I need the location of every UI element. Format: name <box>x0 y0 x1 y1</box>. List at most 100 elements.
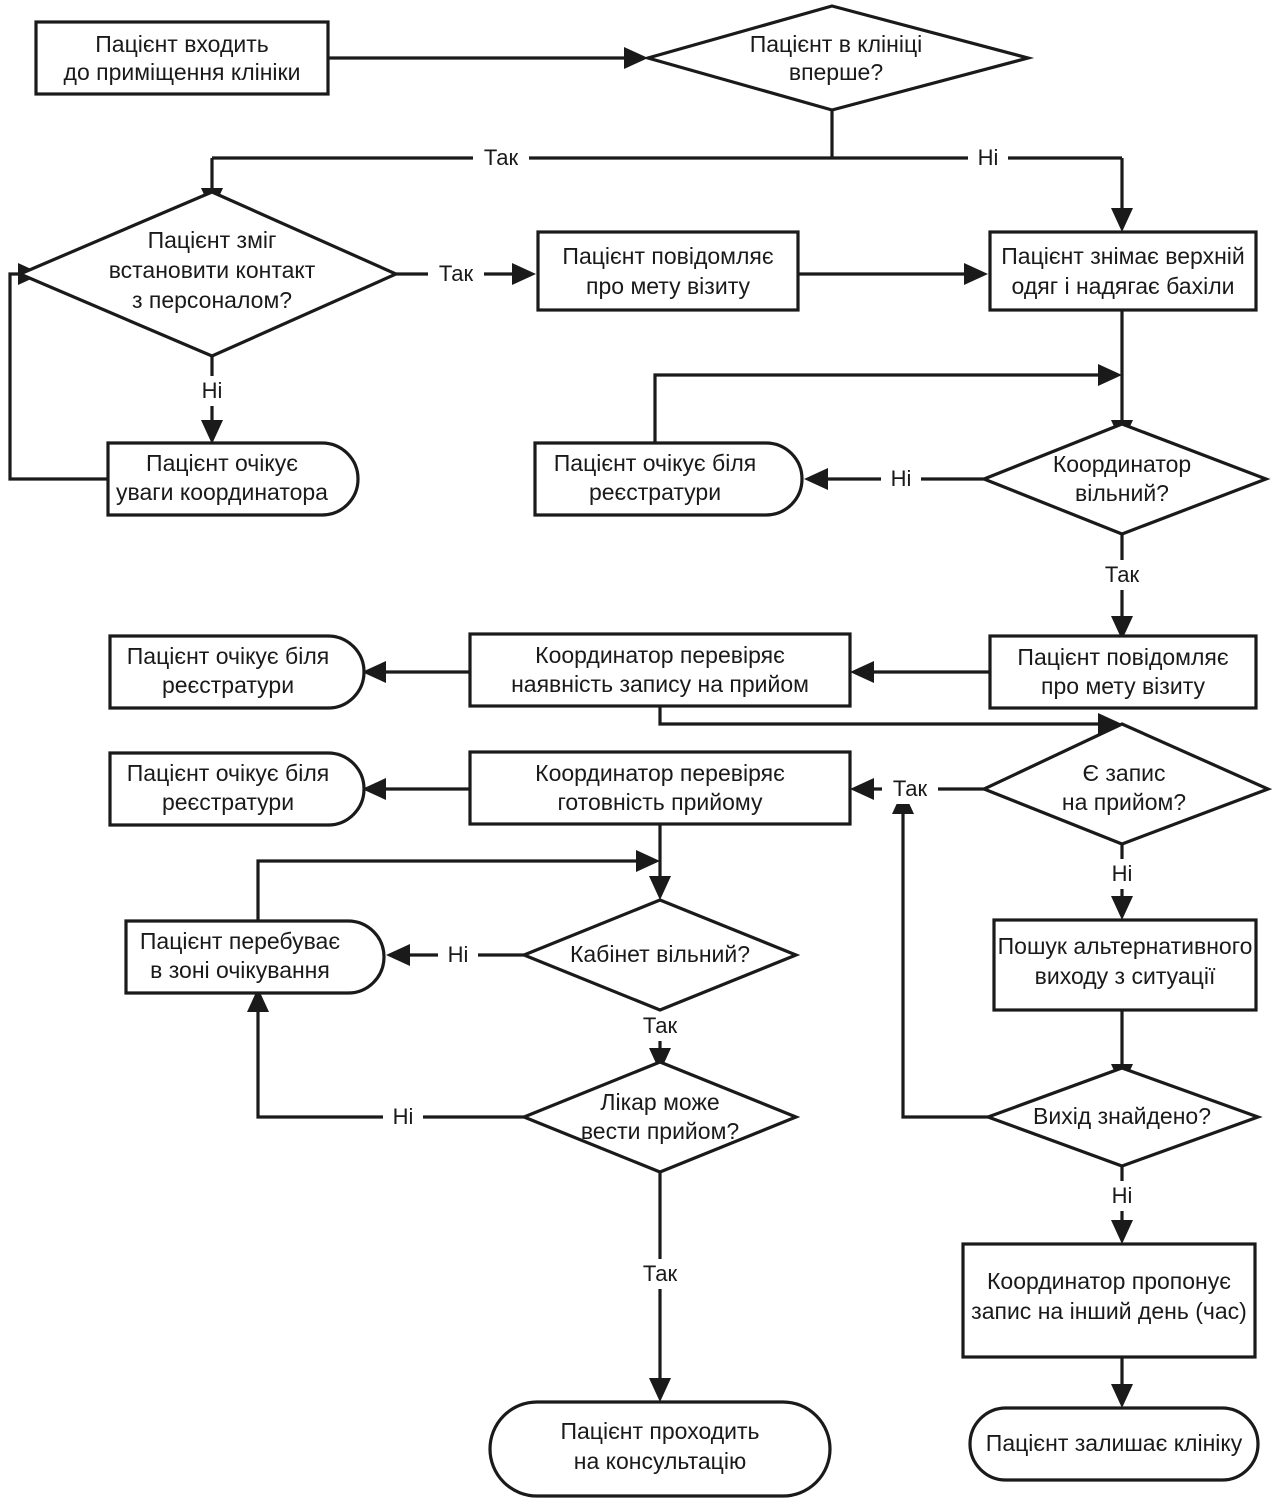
edge-label-found-no: Ні <box>1112 1183 1133 1208</box>
node-label-line: Пацієнт очікує <box>146 450 298 476</box>
edge-label-roomfree-yes: Так <box>643 1013 678 1038</box>
node-label-line: реєстратури <box>162 789 294 815</box>
node-label-line: вільний? <box>1075 480 1169 506</box>
arrowhead-doctor-no <box>247 988 269 1012</box>
node-search-alternative-solution[interactable]: Пошук альтернативного виходу з ситуації <box>992 918 1258 1012</box>
edge-waitreg1-loop <box>653 373 1100 443</box>
node-label-line: одяг і надягає бахіли <box>1012 273 1235 299</box>
arrowhead-checkready-to-roomfree <box>649 876 671 900</box>
edge-label-bg-10 <box>632 1011 688 1041</box>
node-patient-awaits-coordinator-attention[interactable]: Пацієнт очікує уваги координатора <box>106 441 360 517</box>
node-label-line: реєстратури <box>162 672 294 698</box>
node-coordinator-checks-appointment-record[interactable]: Координатор перевіряє наявність запису н… <box>468 632 852 708</box>
node-shape-delay <box>106 441 360 517</box>
edge-label-bg-12 <box>632 1259 688 1289</box>
node-patient-in-waiting-zone[interactable]: Пацієнт перебуває в зоні очікування <box>124 919 386 995</box>
node-label-line: реєстратури <box>589 479 721 505</box>
node-label-line: Є запис <box>1082 760 1165 786</box>
arrowhead-waitzone-loop <box>636 850 660 872</box>
edge-checkrecord-to-hasrecord <box>658 706 1100 726</box>
edge-found-yes-loop <box>901 812 988 1119</box>
arrowhead-checkrecord-to-waitreg2 <box>362 661 386 683</box>
node-label-line: Пацієнт очікує біля <box>127 760 329 786</box>
edge-label-bg-2 <box>968 143 1008 173</box>
node-label-line: виходу з ситуації <box>1035 963 1216 989</box>
arrowhead-doctor-yes <box>649 1378 671 1402</box>
edge-label-roomfree-no: Ні <box>448 942 469 967</box>
node-shape-process <box>468 632 852 708</box>
node-label-line: Пацієнт проходить <box>560 1418 759 1444</box>
edge-label-bg-8 <box>1102 859 1142 889</box>
node-contact-with-staff[interactable]: Пацієнт зміг встановити контакт з персон… <box>15 190 400 358</box>
node-label-line: вперше? <box>789 59 883 85</box>
edge-label-coordfree-no: Ні <box>891 466 912 491</box>
arrowhead-checkready-to-waitreg3 <box>362 778 386 800</box>
node-label-line: Кабінет вільний? <box>570 941 750 967</box>
node-patient-removes-outerwear[interactable]: Пацієнт знімає верхній одяг і надягає ба… <box>988 230 1258 312</box>
node-patient-leaves-clinic[interactable]: Пацієнт залишає клініку <box>968 1406 1260 1482</box>
edge-label-doctor-no: Ні <box>393 1104 414 1129</box>
node-label-line: Вихід знайдено? <box>1033 1103 1211 1129</box>
node-shape-decision <box>519 898 801 1012</box>
edge-doctor-no <box>256 1010 524 1119</box>
edge-waitzone-loop <box>256 859 638 921</box>
node-label-line: Пацієнт залишає клініку <box>986 1430 1243 1456</box>
node-label-line: на консультацію <box>574 1448 746 1474</box>
node-label-line: Пацієнт повідомляє <box>562 243 773 269</box>
arrowhead-firstvisit-no <box>1111 208 1133 232</box>
node-patient-states-purpose-1[interactable]: Пацієнт повідомляє про мету візиту <box>536 230 800 312</box>
node-label-line: Пацієнт очікує біля <box>127 643 329 669</box>
edge-label-hasrecord-yes: Так <box>893 776 928 801</box>
node-coordinator-checks-readiness[interactable]: Координатор перевіряє готовність прийому <box>468 750 852 826</box>
node-patient-waits-at-reception-3[interactable]: Пацієнт очікує біля реєстратури <box>108 751 366 827</box>
edge-label-layer: Так Ні Так Ні Ні Так Так Ні Ні Так Ні Та… <box>192 143 1150 1289</box>
arrowhead-contact-yes <box>512 263 536 285</box>
node-coordinator-free[interactable]: Координатор вільний? <box>979 422 1271 536</box>
node-label-line: про мету візиту <box>1041 673 1205 699</box>
edge-label-bg-3 <box>428 259 484 289</box>
node-label-line: Пацієнт очікує біля <box>554 450 756 476</box>
node-shape-process <box>34 20 330 96</box>
arrowhead-found-no <box>1111 1220 1133 1244</box>
node-label-line: уваги координатора <box>116 479 328 505</box>
node-label-line: Координатор перевіряє <box>535 642 785 668</box>
node-patient-waits-at-reception-2[interactable]: Пацієнт очікує біля реєстратури <box>108 634 366 710</box>
edge-label-bg-9 <box>438 940 478 970</box>
node-label-line: Пацієнт перебуває <box>140 928 340 954</box>
edge-label-firstvisit-yes: Так <box>484 145 519 170</box>
edge-label-firstvisit-no: Ні <box>978 145 999 170</box>
node-shape-decision <box>983 1066 1263 1168</box>
node-shape-process <box>468 750 852 826</box>
node-shape-decision <box>519 1060 801 1174</box>
node-label-line: встановити контакт <box>109 257 316 283</box>
node-room-free[interactable]: Кабінет вільний? <box>519 898 801 1012</box>
node-patient-goes-to-consultation[interactable]: Пацієнт проходить на консультацію <box>488 1400 832 1498</box>
connector-layer <box>8 47 1133 1408</box>
node-shape-delay <box>533 441 804 517</box>
node-shape-process <box>988 230 1258 312</box>
node-label-line: Пацієнт зміг <box>148 227 277 253</box>
edge-label-bg-5 <box>881 464 921 494</box>
node-patient-states-purpose-2[interactable]: Пацієнт повідомляє про мету візиту <box>988 634 1258 710</box>
edge-label-hasrecord-no: Ні <box>1112 861 1133 886</box>
node-shape-decision <box>979 422 1271 536</box>
arrowhead-offer-to-leave <box>1111 1384 1133 1408</box>
node-has-appointment[interactable]: Є запис на прийом? <box>979 722 1273 846</box>
node-label-line: на прийом? <box>1062 789 1186 815</box>
node-label-line: Координатор перевіряє <box>535 760 785 786</box>
node-label-line: Пацієнт в клініці <box>750 31 923 57</box>
node-solution-found[interactable]: Вихід знайдено? <box>983 1066 1263 1168</box>
node-first-time-in-clinic[interactable]: Пацієнт в клініці вперше? <box>642 4 1035 112</box>
node-patient-enters-clinic[interactable]: Пацієнт входить до приміщення клініки <box>34 20 330 96</box>
arrowhead-hasrecord-no <box>1111 896 1133 920</box>
arrowhead-purpose1-to-undress <box>964 263 988 285</box>
node-doctor-can-receive[interactable]: Лікар може вести прийом? <box>519 1060 801 1174</box>
arrowhead-waitreg1-loop <box>1098 364 1122 386</box>
node-shape-process <box>536 230 800 312</box>
node-shape-delay <box>124 919 386 995</box>
node-label-line: вести прийом? <box>581 1118 739 1144</box>
node-coordinator-offers-another-day[interactable]: Координатор пропонує запис на інший день… <box>961 1242 1257 1359</box>
node-label-line: запис на інший день (час) <box>971 1298 1247 1324</box>
node-patient-waits-at-reception-1[interactable]: Пацієнт очікує біля реєстратури <box>533 441 804 517</box>
